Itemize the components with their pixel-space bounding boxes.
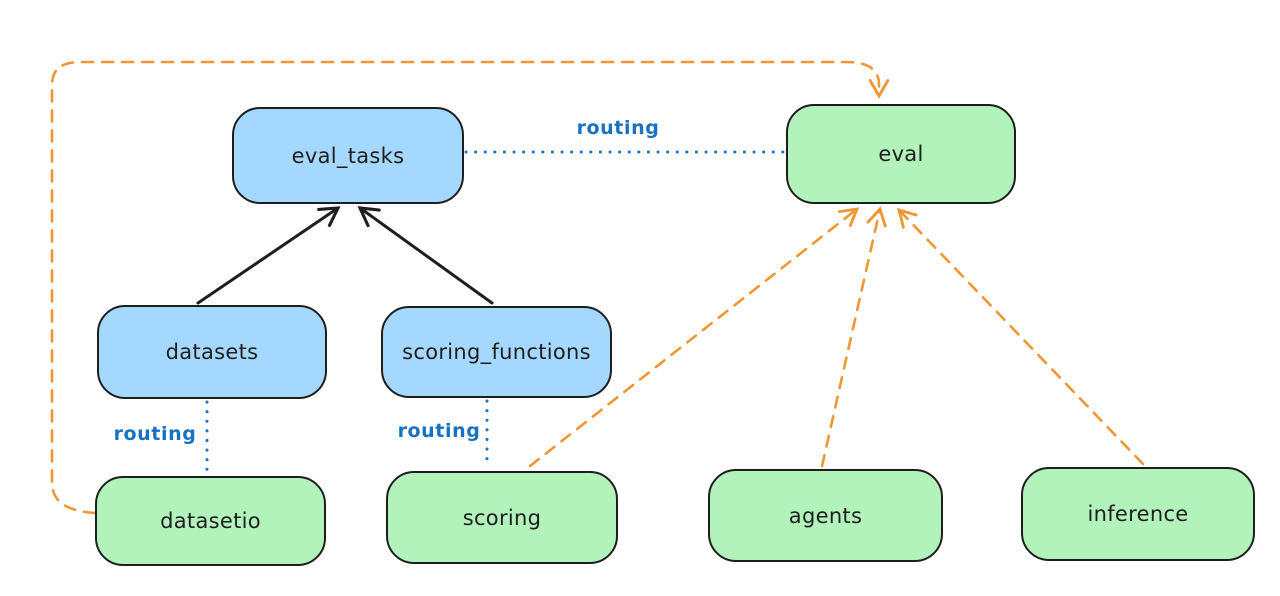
node-scoring-functions-label: scoring_functions (402, 340, 591, 364)
node-scoring-label: scoring (462, 505, 542, 530)
edge-agents-to-eval (820, 206, 887, 468)
edge-label-routing-datasets: routing (113, 423, 197, 445)
node-datasetio: datasetio (95, 476, 326, 566)
edge-scoring-functions-to-eval-tasks (357, 206, 494, 305)
node-datasetio-label: datasetio (160, 509, 261, 533)
node-scoring: scoring (386, 471, 618, 564)
edge-datasets-to-eval-tasks (196, 206, 341, 305)
node-agents-label: agents (788, 503, 863, 528)
node-scoring-functions: scoring_functions (381, 306, 612, 398)
node-inference: inference (1021, 467, 1255, 561)
node-inference-label: inference (1087, 502, 1189, 526)
edge-label-routing-top: routing (576, 117, 660, 139)
node-eval-tasks: eval_tasks (232, 107, 464, 204)
node-datasets: datasets (97, 305, 327, 399)
node-eval: eval (786, 104, 1016, 204)
node-datasets-label: datasets (165, 340, 259, 364)
edge-label-routing-scoring: routing (397, 420, 481, 442)
edge-scoring-to-eval (528, 207, 860, 468)
edge-datasetio-to-eval (50, 60, 890, 515)
node-eval-label: eval (878, 142, 924, 166)
node-agents: agents (708, 469, 943, 562)
node-eval-tasks-label: eval_tasks (291, 143, 405, 168)
edge-inference-to-eval (896, 207, 1145, 466)
